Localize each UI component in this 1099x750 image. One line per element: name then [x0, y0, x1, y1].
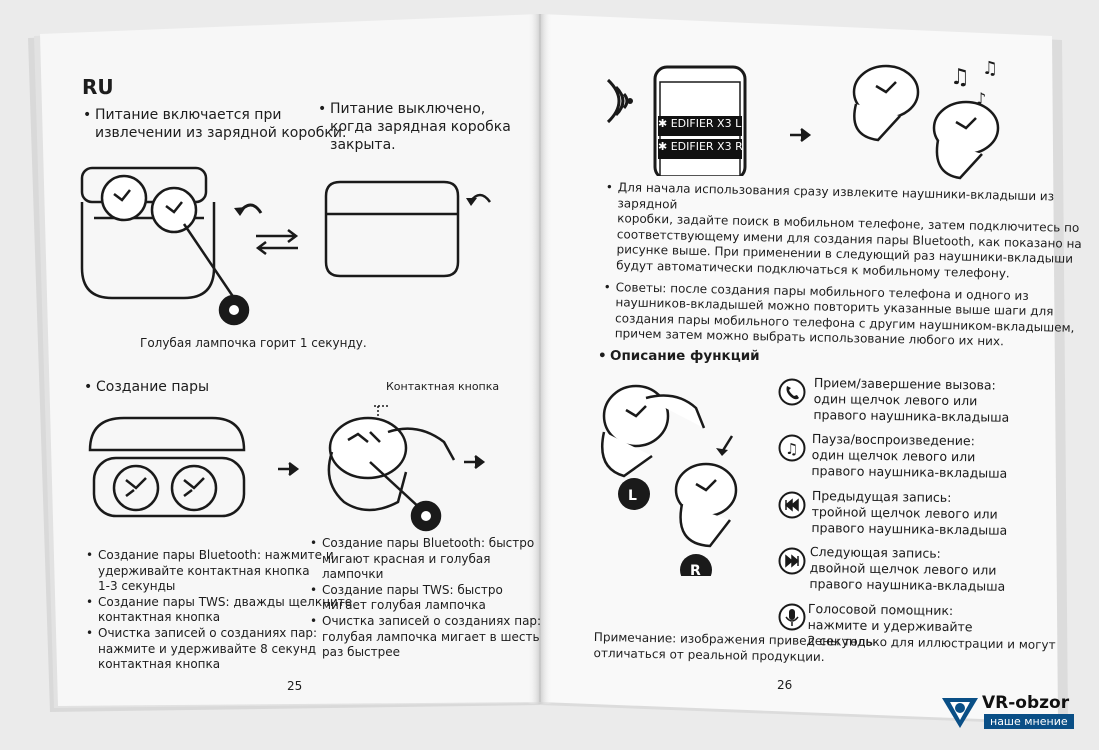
function-play-pause: Пауза/воспроизведение: один щелчок левог… [811, 431, 1007, 482]
text-line: правого наушника-вкладыша [811, 519, 1008, 538]
text-line: контактная кнопка [98, 610, 221, 625]
text-line: мигает голубая лампочка [322, 598, 486, 613]
list-item: Очистка записей о созданиях пар: нажмите… [86, 625, 352, 673]
blue-lamp-caption: Голубая лампочка горит 1 секунду. [140, 336, 367, 350]
text-line: извлечении из зарядной коробки. [95, 125, 347, 142]
open-case-illustration [80, 166, 263, 326]
list-item: Очистка записей о созданиях пар: голубая… [310, 613, 542, 661]
pairing-case-illustration [88, 416, 246, 518]
arrow-right-icon [464, 455, 486, 469]
closed-case-illustration [324, 180, 492, 278]
watermark-subtitle: наше мнение [984, 714, 1074, 729]
badge-left: L [628, 488, 637, 504]
arrow-right-icon [278, 462, 300, 476]
text-line: когда зарядная коробка [330, 119, 511, 136]
power-on-text: Питание включается при извлечении из зар… [83, 106, 347, 142]
text-line: удерживайте контактная кнопка [98, 563, 310, 578]
text-line: мигают красная и голубая [322, 551, 491, 566]
device-name: EDIFIER X3 L [670, 117, 742, 130]
watermark: VR-obzor наше мнение [940, 692, 1092, 732]
pairing-heading: Создание пары [84, 378, 209, 396]
microphone-icon [778, 603, 806, 631]
functions-illustration [601, 384, 738, 576]
list-item: Создание пары TWS: быстро мигает голубая… [310, 582, 541, 614]
text-line: 1-3 секунды [98, 579, 176, 594]
text-line: правого наушника-вкладыша [811, 462, 1008, 481]
page-number: 26 [777, 678, 793, 692]
language-heading: RU [82, 75, 114, 99]
phone-icon [778, 378, 806, 406]
list-item: Создание пары Bluetooth: быстро мигают к… [310, 536, 541, 583]
text-line: Питание выключено, [330, 101, 486, 117]
phone-illustration [653, 65, 747, 176]
text-line: Очистка записей о созданиях пар: [98, 625, 318, 640]
pairing-instructions-column-2: Создание пары Bluetooth: быстро мигают к… [310, 536, 542, 661]
next-track-icon [778, 547, 806, 575]
text-line: контактная кнопка [98, 657, 221, 672]
bluetooth-device-right: ✱ EDIFIER X3 R [658, 140, 743, 153]
music-note-icon: ♫ [778, 434, 806, 462]
text-line: Очистка записей о созданиях пар: [322, 613, 542, 628]
svg-text:♫: ♫ [950, 65, 970, 90]
list-item: Создание пары TWS: дважды щелкните конта… [86, 594, 353, 626]
text-line: нажмите и удерживайте 8 секунд [98, 641, 317, 656]
bluetooth-device-left: ✱ EDIFIER X3 L [658, 117, 742, 130]
watermark-title: VR-obzor [982, 693, 1070, 713]
list-item: Советы: после создания пары мобильного т… [615, 280, 1099, 353]
text-line: лампочки [322, 567, 384, 582]
device-name: EDIFIER X3 R [670, 140, 743, 153]
text-line: голубая лампочка мигает в шесть [322, 629, 540, 644]
function-call: Прием/завершение вызова: один щелчок лев… [813, 375, 1009, 426]
svg-text:♫: ♫ [982, 58, 998, 79]
badge-right: R [690, 563, 701, 579]
text-line: раз быстрее [322, 645, 401, 660]
arrow-right-icon [790, 128, 812, 142]
previous-track-icon [778, 491, 806, 519]
text-line: Питание включается при [95, 107, 282, 123]
functions-heading: Описание функций [598, 348, 760, 366]
pairing-instructions-column-1: Создание пары Bluetooth: нажмите и удерж… [86, 548, 353, 673]
text-line: Создание пары Bluetooth: нажмите и [98, 548, 334, 562]
list-item: Создание пары Bluetooth: нажмите и удерж… [86, 548, 352, 595]
svg-text:♫: ♫ [785, 440, 798, 458]
vr-obzor-logo-icon [942, 698, 978, 728]
earbuds-illustration: ♫ ♫ ♪ [852, 58, 1000, 180]
text-line: правого наушника-вкладыша [809, 575, 1006, 594]
power-off-text: Питание выключено, когда зарядная коробк… [318, 100, 511, 155]
svg-text:♪: ♪ [976, 89, 986, 108]
function-next: Следующая запись: двойной щелчок левого … [809, 544, 1005, 595]
wireless-signal-icon [606, 78, 633, 124]
earbud-touch-illustration [327, 405, 456, 532]
function-previous: Предыдущая запись: тройной щелчок левого… [811, 488, 1007, 539]
text-line: правого наушника-вкладыша [813, 406, 1010, 425]
text-line: Создание пары Bluetooth: быстро [322, 536, 535, 550]
page-number: 25 [287, 679, 303, 693]
swap-arrows-icon [255, 229, 299, 255]
text-line: Создание пары TWS: дважды щелкните [98, 594, 353, 609]
pairing-paragraph: Для начала использования сразу извлеките… [603, 180, 1099, 352]
text-line: Создание пары TWS: быстро [322, 582, 503, 597]
text-line: закрыта. [330, 137, 396, 154]
list-item: Для начала использования сразу извлеките… [616, 180, 1099, 284]
contact-button-label: Контактная кнопка [386, 380, 500, 393]
